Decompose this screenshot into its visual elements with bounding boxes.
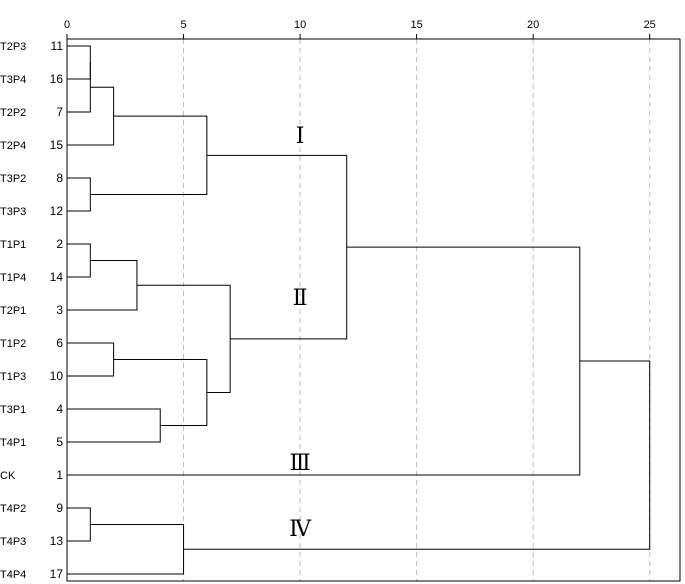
leaf-name: T1P2 xyxy=(0,338,26,350)
leaf-id: 10 xyxy=(50,369,64,383)
cluster-label: Ⅱ xyxy=(293,285,308,310)
dendrogram-link xyxy=(67,342,115,377)
plot-frame xyxy=(66,38,681,582)
dendrogram-link xyxy=(67,408,161,443)
leaf-name: T4P1 xyxy=(0,437,26,449)
leaf-name: T2P1 xyxy=(0,305,26,317)
leaf-id: 9 xyxy=(56,501,63,515)
cluster-label: Ⅰ xyxy=(296,123,305,148)
cluster-label: Ⅳ xyxy=(289,516,312,541)
leaf-name: T3P1 xyxy=(0,404,26,416)
leaf-name: T2P4 xyxy=(0,140,26,152)
leaf-id: 7 xyxy=(56,105,63,119)
leaf-name: T1P1 xyxy=(0,239,26,251)
leaf-name: T3P3 xyxy=(0,206,26,218)
dendrogram-links xyxy=(67,45,651,575)
leaf-id: 3 xyxy=(56,303,63,317)
dendrogram-link xyxy=(67,507,91,542)
x-tick-label: 5 xyxy=(180,19,186,31)
cluster-label: Ⅲ xyxy=(289,450,310,475)
dendrogram-link xyxy=(67,246,581,476)
leaf-name: T2P3 xyxy=(0,41,26,53)
leaf-id: 16 xyxy=(50,72,64,86)
x-axis: 0 5 10 15 20 25 xyxy=(64,19,656,39)
leaf-id: 1 xyxy=(56,468,63,482)
leaf-id: 8 xyxy=(56,171,63,185)
leaf-name: T3P4 xyxy=(0,74,26,86)
leaf-name: T4P3 xyxy=(0,536,26,548)
leaf-id: 12 xyxy=(50,204,64,218)
x-tick-label: 10 xyxy=(294,19,306,31)
leaf-name: T2P2 xyxy=(0,107,26,119)
leaf-id: 4 xyxy=(56,402,63,416)
dendrogram-link xyxy=(67,243,91,278)
x-tick-label: 25 xyxy=(644,19,656,31)
x-tick-label: 20 xyxy=(527,19,539,31)
leaf-name: T4P4 xyxy=(0,569,26,581)
dendrogram-link xyxy=(67,177,91,212)
dendrogram-link xyxy=(67,260,138,311)
leaf-name: T4P2 xyxy=(0,503,26,515)
leaf-id: 2 xyxy=(56,237,63,251)
leaf-name: CK xyxy=(0,470,16,482)
dendrogram-link xyxy=(67,524,185,575)
leaf-id: 15 xyxy=(50,138,64,152)
cluster-labels: Ⅰ Ⅱ Ⅲ Ⅳ xyxy=(289,123,312,541)
leaf-id: 13 xyxy=(50,534,64,548)
leaf-name: T3P2 xyxy=(0,173,26,185)
x-tick-label: 0 xyxy=(64,19,70,31)
leaf-id: 11 xyxy=(51,39,64,53)
leaf-id: 6 xyxy=(56,336,63,350)
x-tick-label: 15 xyxy=(410,19,422,31)
dendrogram-link xyxy=(183,360,651,550)
leaf-name: T1P4 xyxy=(0,272,26,284)
dendrogram-link xyxy=(67,62,91,113)
leaf-id: 17 xyxy=(50,567,64,581)
dendrogram-link xyxy=(67,45,91,80)
leaf-id: 5 xyxy=(56,435,63,449)
dendrogram-link xyxy=(206,154,348,340)
leaf-name: T1P3 xyxy=(0,371,26,383)
leaf-id: 14 xyxy=(50,270,64,284)
grid-lines xyxy=(183,39,651,581)
dendrogram-link xyxy=(90,115,208,195)
